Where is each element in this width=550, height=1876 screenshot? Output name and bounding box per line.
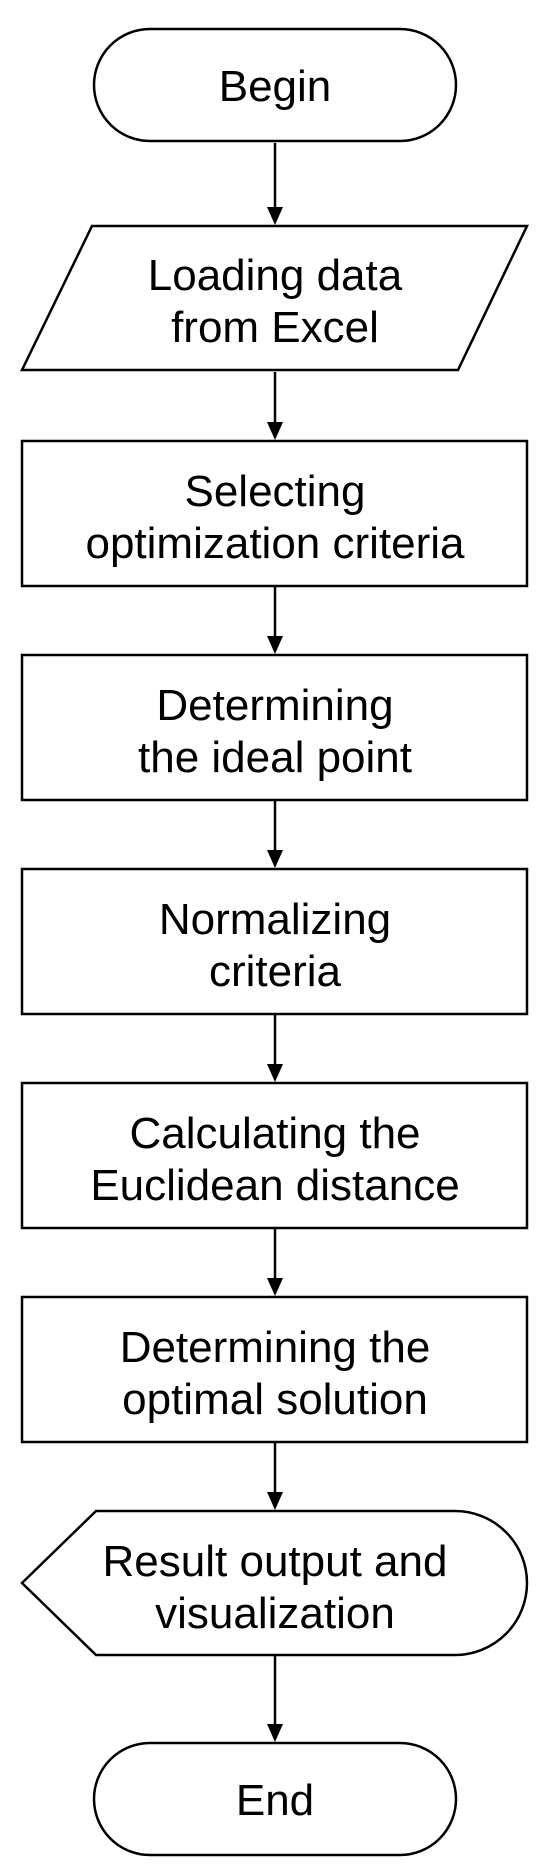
process-shape: [20, 867, 529, 1016]
arrowhead: [267, 1064, 283, 1082]
select-criteria-label-line-2: optimization criteria: [85, 519, 465, 568]
euclidean-label-line-1: Calculating the: [129, 1109, 420, 1158]
ideal-point-label-line-1: Determining: [156, 681, 393, 730]
arrowhead: [267, 1724, 283, 1742]
arrowhead: [267, 1278, 283, 1296]
arrowhead: [267, 850, 283, 868]
terminator-shape: [92, 27, 458, 143]
load-data-label-line-2: from Excel: [171, 303, 379, 352]
output-node: Result output and visualization: [20, 1509, 529, 1657]
load-data-label-line-1: Loading data: [148, 251, 403, 300]
display-shape: [20, 1509, 529, 1657]
end-label: End: [236, 1776, 314, 1825]
process-shape: [20, 439, 529, 588]
normalize-label-line-1: Normalizing: [159, 895, 391, 944]
normalize-label-line-2: criteria: [209, 947, 342, 996]
arrowhead: [267, 636, 283, 654]
arrowhead: [267, 422, 283, 440]
process-shape: [20, 1081, 529, 1230]
ideal-point-label-line-2: the ideal point: [138, 733, 412, 782]
terminator-shape: [92, 1741, 458, 1857]
ideal-point-node: Determining the ideal point: [20, 653, 529, 802]
process-shape: [20, 653, 529, 802]
output-label-line-1: Result output and: [103, 1537, 448, 1586]
normalize-node: Normalizing criteria: [20, 867, 529, 1016]
data-parallelogram-shape: [20, 224, 529, 372]
begin-node: Begin: [92, 27, 458, 143]
connectors: [267, 143, 283, 1742]
begin-label: Begin: [219, 62, 332, 111]
arrowhead: [267, 207, 283, 225]
optimal-label-line-2: optimal solution: [122, 1375, 428, 1424]
euclidean-node: Calculating the Euclidean distance: [20, 1081, 529, 1230]
optimal-label-line-1: Determining the: [120, 1323, 431, 1372]
select-criteria-node: Selecting optimization criteria: [20, 439, 529, 588]
euclidean-label-line-2: Euclidean distance: [90, 1161, 459, 1210]
arrowhead: [267, 1492, 283, 1510]
output-label-line-2: visualization: [155, 1589, 395, 1638]
end-node: End: [92, 1741, 458, 1857]
select-criteria-label-line-1: Selecting: [184, 467, 365, 516]
process-shape: [20, 1295, 529, 1444]
optimal-node: Determining the optimal solution: [20, 1295, 529, 1444]
load-data-node: Loading data from Excel: [20, 224, 529, 372]
